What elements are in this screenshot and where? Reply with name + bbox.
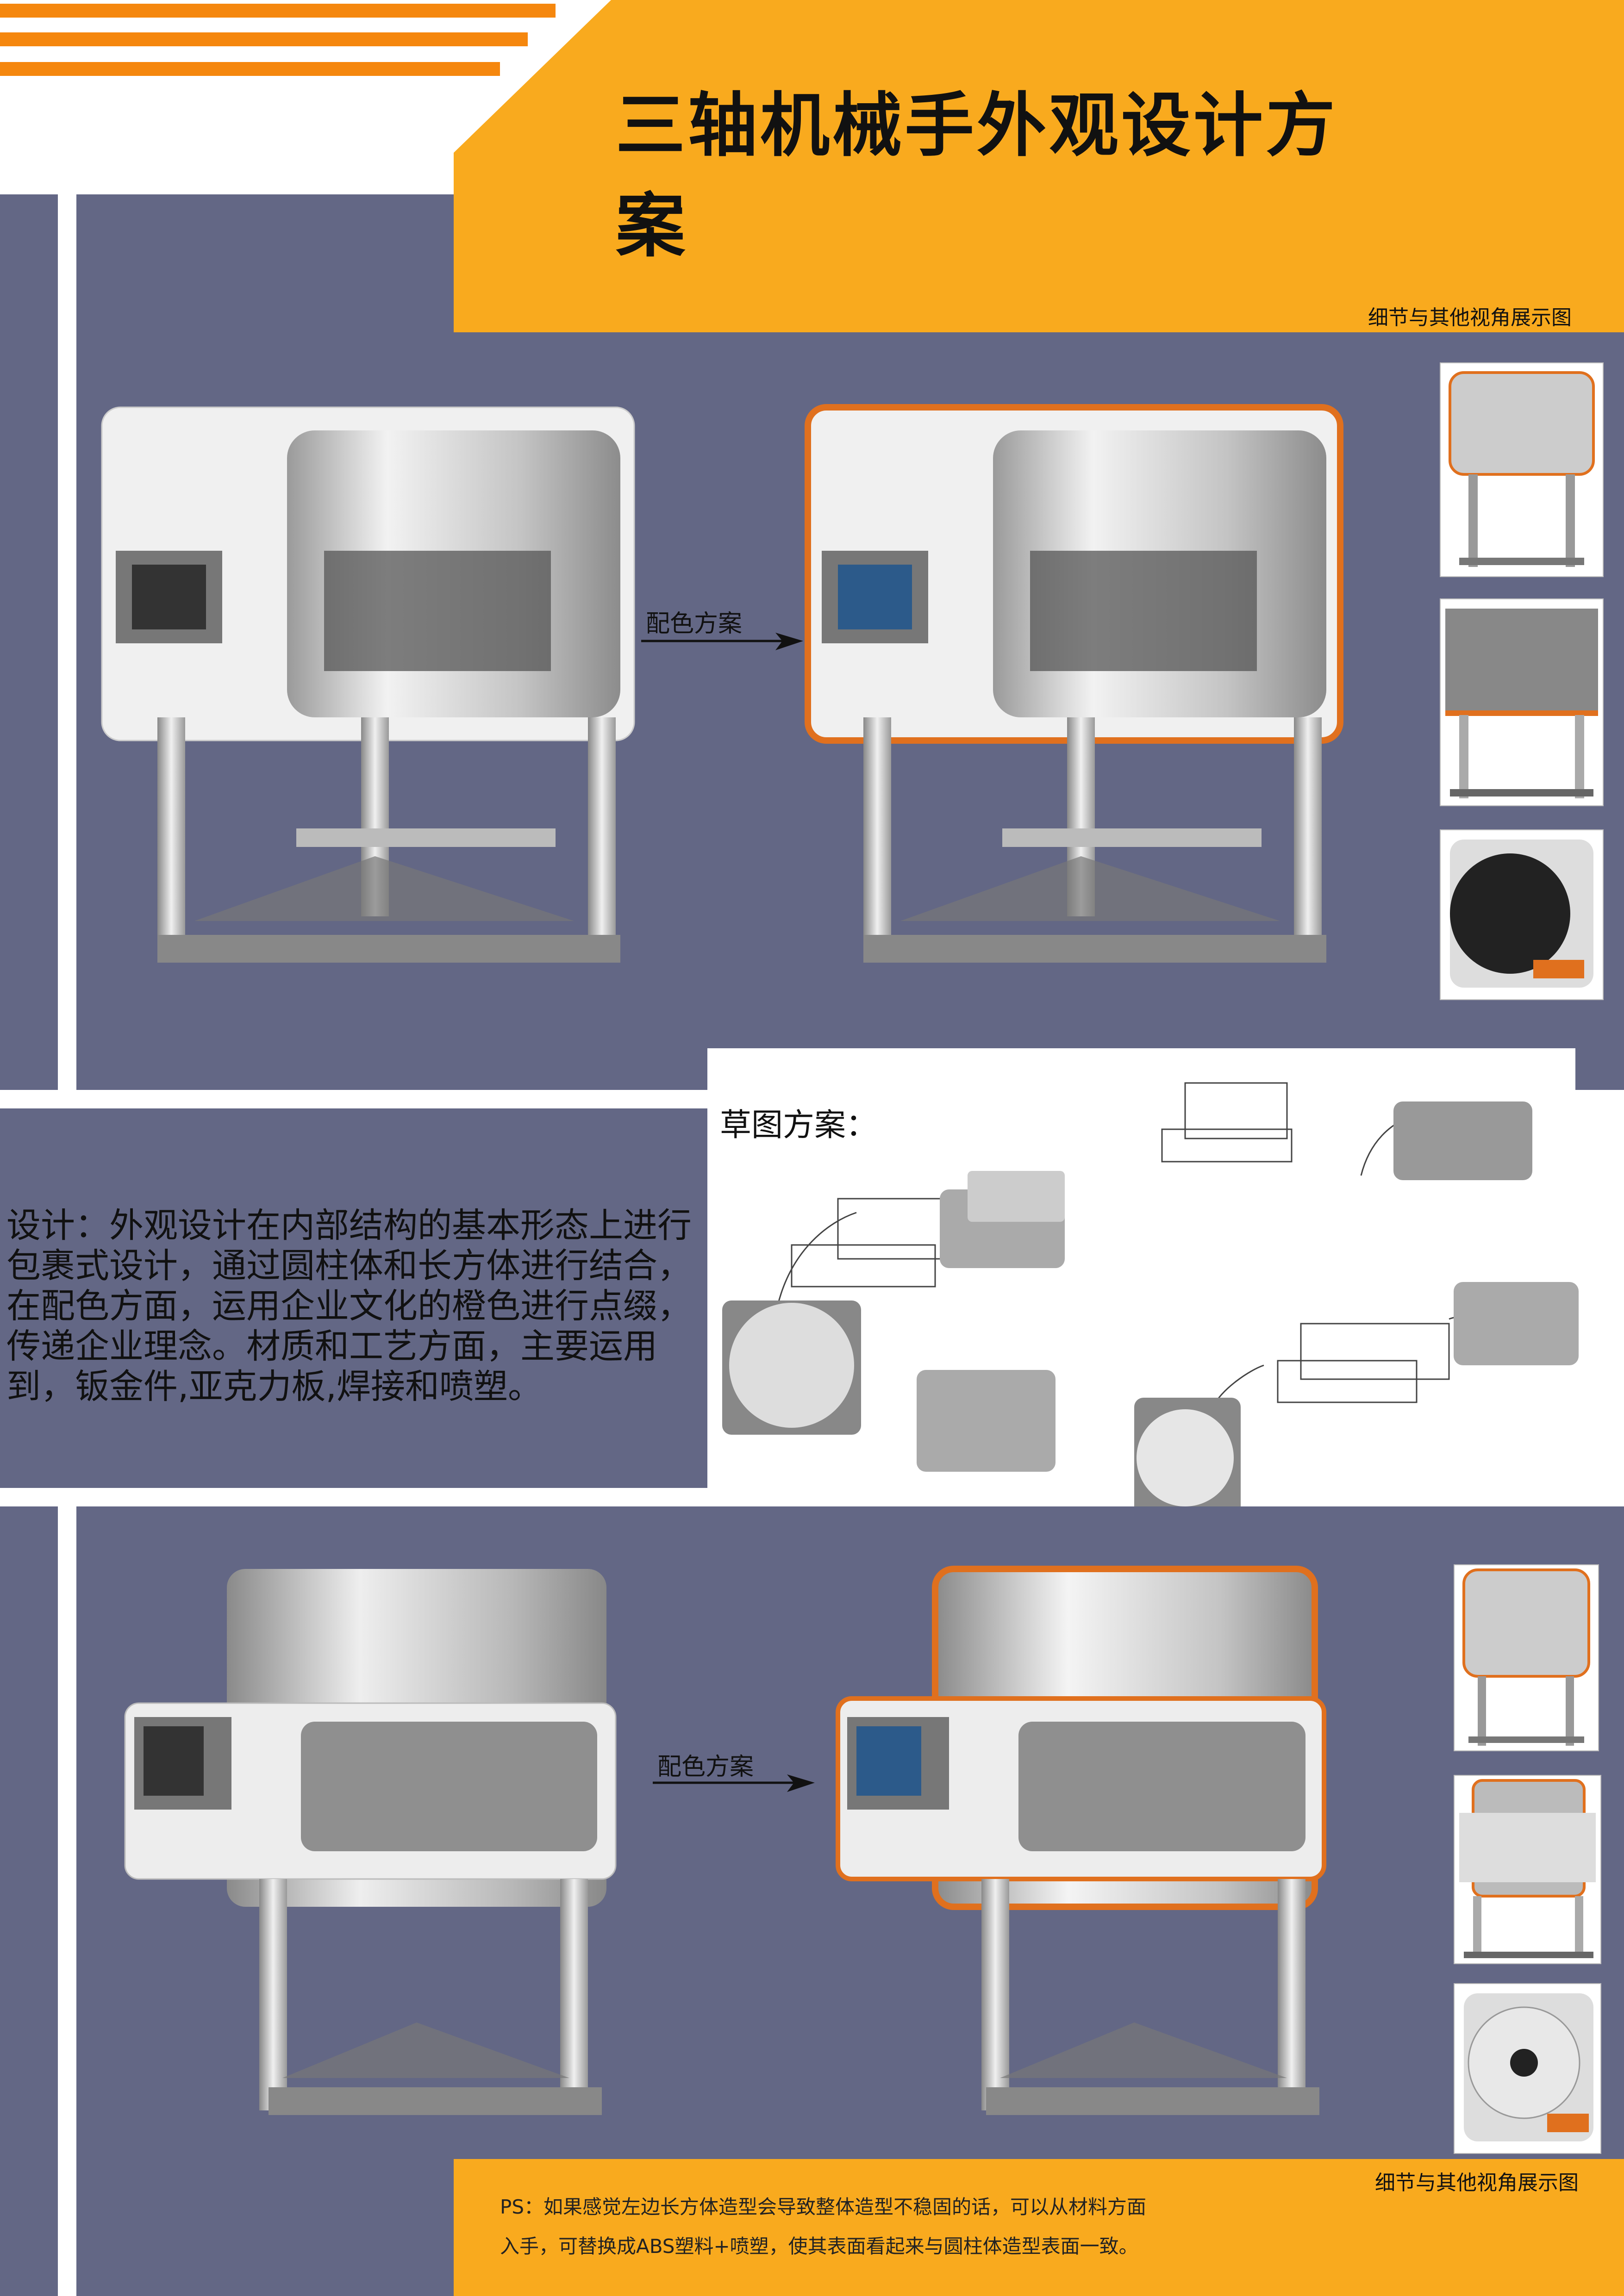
design-description: 设计：外观设计在内部结构的基本形态上进行包裹式设计，通过圆柱体和长方体进行结合，… bbox=[6, 1206, 692, 1406]
section1-thumb-side bbox=[1440, 598, 1604, 806]
machine-render-plain-2 bbox=[124, 1569, 617, 2115]
header-stripe-2 bbox=[0, 32, 528, 46]
section2-arrow-label: 配色方案 bbox=[657, 1753, 754, 1781]
design-text-panel bbox=[0, 1108, 707, 1488]
machine-render-color bbox=[805, 404, 1343, 963]
section1-views-caption: 细节与其他视角展示图 bbox=[1368, 306, 1572, 330]
footer-note-line-1: PS：如果感觉左边长方体造型会导致整体造型不稳固的话，可以从材料方面 bbox=[500, 2196, 1146, 2218]
section1-arrow-label: 配色方案 bbox=[646, 610, 743, 638]
machine-render-plain bbox=[101, 406, 635, 963]
section2-thumb-front bbox=[1454, 1564, 1599, 1751]
footer-note-line-2: 入手，可替换成ABS塑料+喷塑，使其表面看起来与圆柱体造型表面一致。 bbox=[500, 2235, 1138, 2258]
sketch-drawings bbox=[722, 1082, 1579, 1518]
header-stripe-3 bbox=[0, 62, 500, 76]
section2-views-caption: 细节与其他视角展示图 bbox=[1375, 2171, 1579, 2195]
section2-side-strip bbox=[0, 1506, 58, 2296]
section2-thumb-side bbox=[1454, 1775, 1601, 1964]
header-stripe-1 bbox=[0, 4, 556, 18]
machine-render-color-2 bbox=[836, 1566, 1326, 2115]
footer-banner bbox=[454, 2159, 1624, 2296]
section1-thumb-top bbox=[1440, 829, 1604, 1000]
section2-thumb-top bbox=[1454, 1983, 1601, 2154]
section1-thumb-front bbox=[1440, 362, 1604, 577]
page-title: 三轴机械手外观设计方案 bbox=[616, 86, 1338, 267]
section2-arrow-icon bbox=[653, 1774, 815, 1792]
header-orange-banner bbox=[454, 0, 1624, 332]
section1-side-strip bbox=[0, 194, 58, 1090]
sketch-heading: 草图方案： bbox=[720, 1107, 878, 1144]
section1-arrow-icon bbox=[641, 633, 803, 650]
